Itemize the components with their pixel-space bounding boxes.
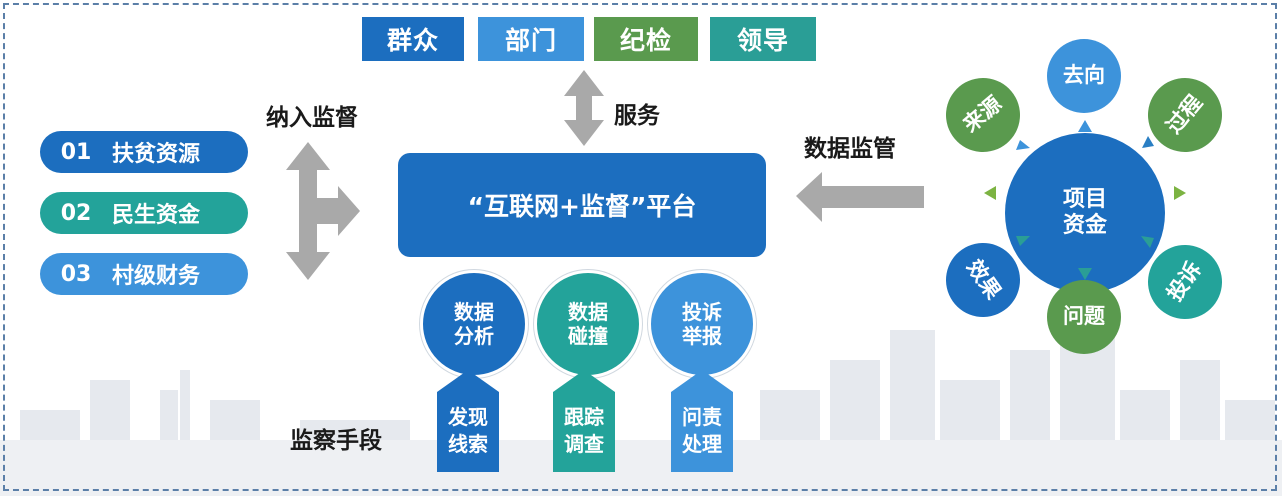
project-funds-hub: 项目 资金 <box>1005 133 1165 293</box>
item-label: 村级财务 <box>112 264 201 289</box>
data-supervision-arrow <box>796 172 924 222</box>
method-line1: 数据 <box>568 300 608 324</box>
supervised-item-2: 02 民生资金 <box>40 192 248 234</box>
item-label: 民生资金 <box>112 203 201 228</box>
result-shape-1 <box>437 370 499 472</box>
item-number: 01 <box>60 139 92 165</box>
platform-box: “互联网+监督”平台 <box>398 153 766 257</box>
method-line1: 投诉 <box>682 300 722 324</box>
monitoring-means-label: 监察手段 <box>290 428 382 454</box>
dashed-frame <box>3 3 1277 491</box>
service-label: 服务 <box>614 103 660 129</box>
supervision-arrow <box>286 142 360 280</box>
supervision-label: 纳入监督 <box>266 105 358 131</box>
result-line1: 问责 <box>682 405 722 429</box>
method-line1: 数据 <box>454 300 494 324</box>
stakeholder-leader-label: 领导 <box>736 26 789 55</box>
stakeholder-department: 部门 <box>478 17 584 61</box>
hub-pointers <box>984 120 1186 280</box>
satellite-label: 去向 <box>1063 63 1105 88</box>
result-find-clues: 发现 线索 <box>436 404 500 458</box>
platform-title: “互联网+监督”平台 <box>467 192 697 221</box>
method-line2: 分析 <box>454 324 494 348</box>
supervised-item-1: 01 扶贫资源 <box>40 131 248 173</box>
hub-line1: 项目 <box>1062 186 1107 212</box>
result-line2: 线索 <box>448 432 488 456</box>
satellite-problem: 问题 <box>1047 280 1121 354</box>
result-accountability: 问责 处理 <box>670 404 734 458</box>
stakeholder-department-label: 部门 <box>504 26 557 55</box>
stakeholder-leader: 领导 <box>710 17 816 61</box>
result-shape-3 <box>671 370 733 472</box>
stakeholder-public-label: 群众 <box>386 26 439 55</box>
result-track-investigate: 跟踪 调查 <box>552 404 616 458</box>
item-number: 03 <box>60 261 92 287</box>
service-arrow <box>564 70 604 146</box>
method-line2: 举报 <box>682 324 722 348</box>
stakeholder-discipline: 纪检 <box>594 17 698 61</box>
method-line2: 碰撞 <box>568 324 608 348</box>
supervised-item-3: 03 村级财务 <box>40 253 248 295</box>
result-line2: 调查 <box>564 432 604 456</box>
result-line1: 发现 <box>448 405 488 429</box>
satellite-destination: 去向 <box>1047 39 1121 113</box>
item-number: 02 <box>60 200 92 226</box>
satellite-label: 问题 <box>1063 304 1105 329</box>
stakeholder-public: 群众 <box>362 17 464 61</box>
stakeholder-discipline-label: 纪检 <box>619 26 672 55</box>
method-data-collision: 数据 碰撞 <box>534 270 642 378</box>
item-label: 扶贫资源 <box>112 142 201 167</box>
result-shape-2 <box>553 370 615 472</box>
result-line2: 处理 <box>682 432 722 456</box>
data-supervision-label: 数据监管 <box>804 136 896 162</box>
result-line1: 跟踪 <box>564 405 604 429</box>
hub-line2: 资金 <box>1062 213 1107 238</box>
